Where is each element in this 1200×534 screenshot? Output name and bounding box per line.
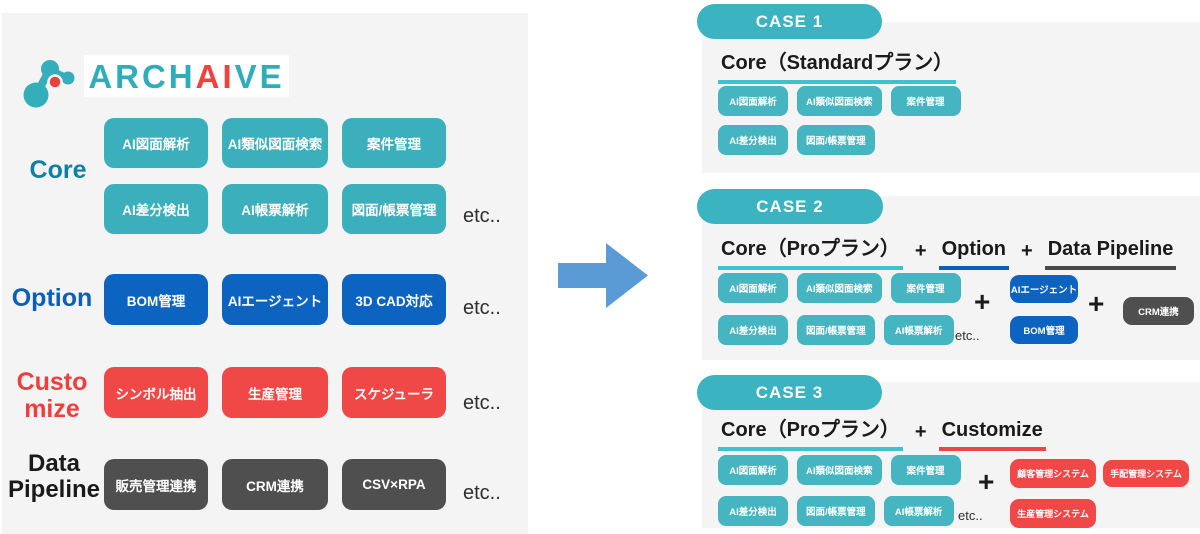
case1-panel: Core（Standardプラン） AI図面解析 AI類似図面検索 案件管理 A… [702, 22, 1200, 173]
module-chip: 図面/帳票管理 [797, 496, 875, 526]
module-chip: 図面/帳票管理 [342, 184, 446, 234]
customize-etc-label: etc.. [463, 392, 501, 414]
case2-core-row2: AI差分検出 図面/帳票管理 AI帳票解析 [718, 315, 954, 345]
module-chip: AI類似図面検索 [222, 118, 328, 168]
case3-core-row2: AI差分検出 図面/帳票管理 AI帳票解析 [718, 496, 954, 526]
right-arrow-icon [558, 243, 648, 308]
module-chip: 案件管理 [890, 273, 961, 303]
case2-etc-label: etc.. [955, 328, 980, 343]
module-chip: 顧客管理システム [1010, 459, 1096, 488]
module-chip: CSV×RPA [342, 459, 446, 510]
case1-core-row2: AI差分検出 図面/帳票管理 [718, 125, 875, 155]
module-chip: AI帳票解析 [222, 184, 328, 234]
module-chip: 案件管理 [890, 455, 961, 485]
module-chip: 生産管理 [222, 367, 328, 418]
product-modules-panel: ARCHAIVE Core AI図面解析 AI類似図面検索 案件管理 AI差分検… [2, 13, 528, 534]
module-chip: CRM連携 [1123, 297, 1194, 325]
module-chip: AI図面解析 [718, 273, 788, 303]
module-chip: 案件管理 [342, 118, 446, 168]
module-chip: 販売管理連携 [104, 459, 208, 510]
module-chip: AIエージェント [1010, 275, 1078, 303]
case2-heading-option: Option [938, 238, 1010, 270]
module-chip: シンボル抽出 [104, 367, 208, 418]
molecule-logo-icon [23, 60, 75, 108]
module-chip: AI差分検出 [718, 496, 788, 526]
option-etc-label: etc.. [463, 297, 501, 319]
case2-heading-core: Core（Proプラン） [718, 232, 903, 270]
brand-wordmark: ARCHAIVE [84, 55, 289, 97]
brand-text-ai: AI [195, 57, 235, 95]
module-chip: AIエージェント [222, 274, 328, 325]
core-etc-label: etc.. [463, 205, 501, 227]
module-chip: 図面/帳票管理 [797, 125, 875, 155]
module-chip: AI類似図面検索 [797, 86, 882, 116]
module-chip: AI図面解析 [718, 86, 788, 116]
module-chip: 手配管理システム [1103, 460, 1189, 487]
module-chip: スケジューラ [342, 367, 446, 418]
core-section-label: Core [29, 156, 87, 184]
plus-sign: + [914, 421, 927, 443]
module-chip: AI類似図面検索 [797, 273, 882, 303]
case1-badge: CASE 1 [697, 4, 882, 39]
case3-panel: Core（Proプラン） + Customize AI図面解析 AI類似図面検索… [702, 382, 1200, 528]
module-chip: BOM管理 [104, 274, 208, 325]
plus-sign: + [1021, 240, 1033, 262]
case3-etc-label: etc.. [958, 508, 983, 523]
module-chip: AI帳票解析 [883, 315, 954, 345]
module-chip: 図面/帳票管理 [797, 315, 875, 345]
case2-heading-pipeline: Data Pipeline [1044, 238, 1177, 270]
case3-heading-core: Core（Proプラン） [718, 413, 903, 451]
case2-badge: CASE 2 [697, 189, 883, 224]
module-chip: AI差分検出 [718, 315, 788, 345]
module-chip: 生産管理システム [1010, 499, 1096, 528]
module-chip: CRM連携 [222, 459, 328, 510]
case1-core-row1: AI図面解析 AI類似図面検索 案件管理 [718, 86, 961, 116]
brand-text-arch: ARCH [88, 57, 196, 95]
plus-sign: + [1088, 288, 1105, 319]
module-chip: AI図面解析 [104, 118, 208, 168]
module-chip: AI差分検出 [104, 184, 208, 234]
plus-sign: + [978, 466, 995, 497]
data-pipeline-etc-label: etc.. [463, 482, 501, 504]
brand-text-ve: VE [234, 57, 285, 95]
option-section-label: Option [11, 284, 93, 312]
case3-heading-customize: Customize [938, 419, 1046, 451]
plus-sign: + [914, 240, 927, 262]
case3-core-row1: AI図面解析 AI類似図面検索 案件管理 [718, 455, 961, 485]
data-pipeline-section-label: Data Pipeline [7, 450, 101, 503]
module-chip: AI図面解析 [718, 455, 788, 485]
module-chip: 案件管理 [890, 86, 961, 116]
module-chip: 3D CAD対応 [342, 274, 446, 325]
case1-heading: Core（Standardプラン） [718, 46, 957, 84]
plus-sign: + [974, 286, 991, 317]
case3-badge: CASE 3 [697, 375, 882, 410]
module-chip: BOM管理 [1010, 316, 1078, 344]
case2-panel: Core（Proプラン） + Option + Data Pipeline AI… [702, 196, 1200, 360]
case2-core-row1: AI図面解析 AI類似図面検索 案件管理 [718, 273, 961, 303]
module-chip: AI帳票解析 [883, 496, 954, 526]
module-chip: AI差分検出 [718, 125, 788, 155]
customize-section-label: Custo mize [16, 368, 88, 423]
archaive-logo: ARCHAIVE [20, 49, 300, 109]
module-chip: AI類似図面検索 [797, 455, 882, 485]
